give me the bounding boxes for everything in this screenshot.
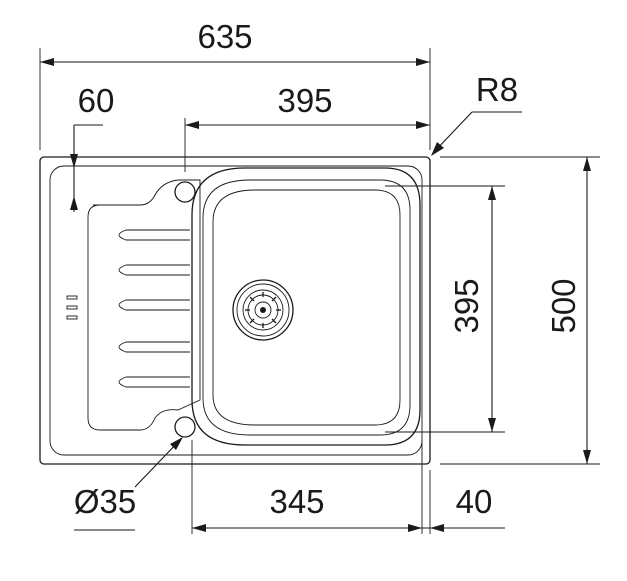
sink-bowl — [191, 167, 421, 446]
tap-hole-top — [174, 181, 196, 203]
drainer-groove — [118, 264, 190, 276]
dim-bowl-height-line — [385, 185, 505, 433]
overflow-slot — [66, 305, 78, 310]
drain-strainer — [232, 279, 294, 341]
dim-drainer-offset-line — [70, 124, 103, 212]
dim-bowl-width-bottom-label: 345 — [269, 483, 324, 520]
overflow-slot — [66, 295, 78, 300]
dim-edge-offset-label: 40 — [456, 483, 493, 520]
drainer-area — [66, 179, 201, 431]
dim-edge-offset-line — [422, 470, 505, 534]
dim-bowl-width-top-line — [184, 118, 430, 172]
dim-bowl-width-top-label: 395 — [277, 82, 332, 119]
dim-bowl-width-bottom-line — [191, 440, 423, 534]
dim-bowl-height-label: 395 — [448, 278, 485, 333]
drainer-groove — [118, 376, 190, 388]
tap-hole-bottom — [174, 416, 196, 438]
overflow-slot — [66, 315, 78, 320]
sink-outline — [39, 156, 431, 465]
dim-overall-width-line — [39, 48, 431, 150]
drainer-groove — [118, 229, 190, 241]
dim-tap-hole-diameter-label: Ø35 — [74, 483, 136, 520]
dim-overall-height-line — [440, 156, 600, 465]
dim-corner-radius-label: R8 — [476, 71, 518, 108]
dim-corner-radius-leader — [431, 111, 522, 156]
dim-overall-width-label: 635 — [197, 18, 252, 55]
dim-overall-height-label: 500 — [545, 278, 582, 333]
dim-drainer-offset-label: 60 — [78, 82, 115, 119]
drainer-groove — [118, 341, 190, 353]
drainer-groove — [118, 299, 190, 311]
